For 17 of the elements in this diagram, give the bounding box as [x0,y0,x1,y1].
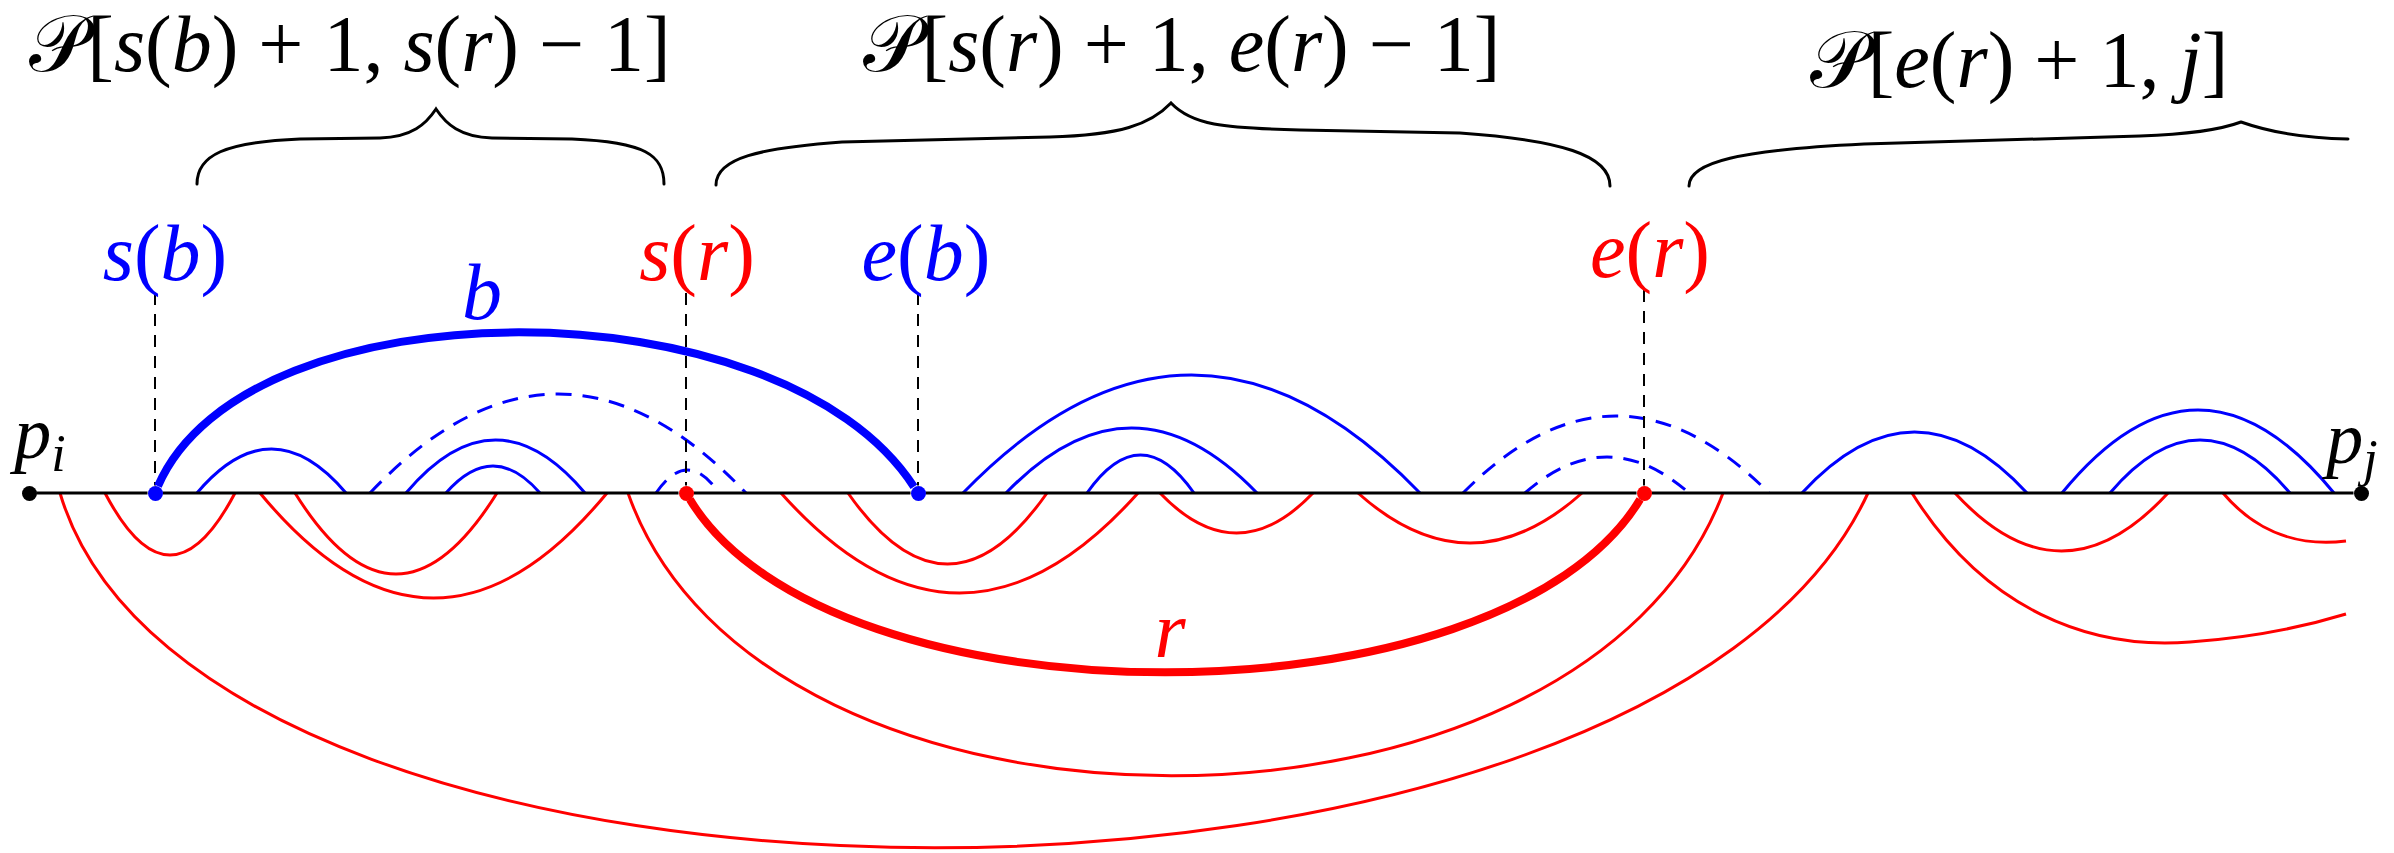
line-segment [36,491,148,495]
point-label: p$_{j}$ [2322,397,2382,497]
edge-label: b [462,252,502,332]
arc [154,328,917,490]
arc [686,496,1644,677]
line-segment [1651,491,2354,495]
line-segment [925,491,1637,495]
point-label: p$_{i}$ [10,392,70,492]
leader-line [1643,289,1645,487]
vertex-dot [1636,485,1652,501]
vertex-dot [21,485,37,501]
vertex-dot [2353,485,2369,501]
line-segment [693,491,911,495]
line-segment [162,491,679,495]
edge-label: r [1154,590,1186,670]
vertex-dot [678,485,694,501]
leader-line [685,292,687,487]
